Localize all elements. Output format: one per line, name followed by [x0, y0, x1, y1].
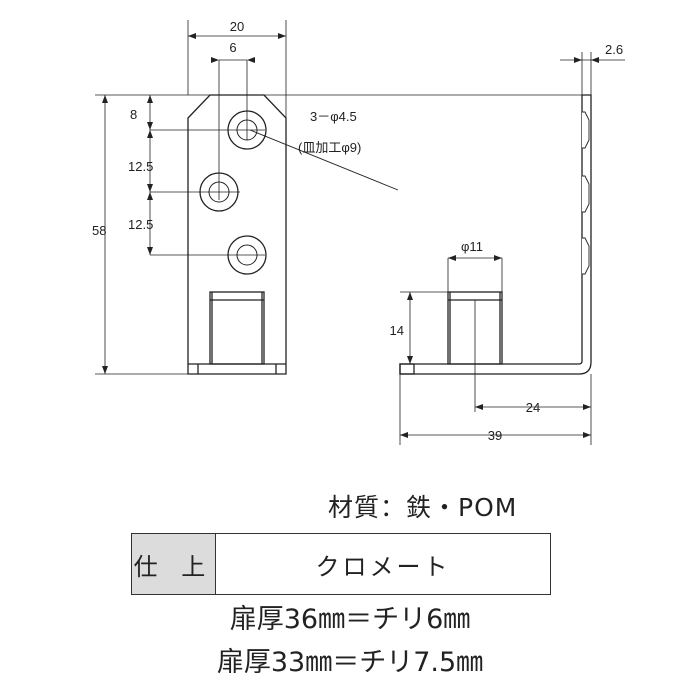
dim-thickness: 2.6 — [605, 42, 623, 57]
front-view-plate — [187, 94, 287, 375]
side-view-hole-hatching — [582, 111, 590, 275]
technical-drawing: 20 6 2.6 8 12.5 12.5 58 3－φ4.5 (皿加工φ9) φ… — [92, 19, 625, 445]
dimension-labels: 20 6 2.6 8 12.5 12.5 58 3－φ4.5 (皿加工φ9) φ… — [92, 19, 623, 443]
side-view-pin — [399, 291, 503, 375]
hole-spec-leader — [249, 129, 399, 191]
dim-pin-diameter: φ11 — [461, 239, 483, 254]
dim-pin-height: 14 — [390, 323, 404, 338]
front-view-pin — [209, 291, 265, 365]
dim-hole-spec-1: 3－φ4.5 — [310, 109, 357, 124]
material-spec: 材質：鉄・POM — [328, 493, 518, 522]
finish-table: 仕 上 クロメート — [131, 533, 551, 595]
hole-center-lines — [150, 60, 265, 256]
dim-hole-spec-2: (皿加工φ9) — [298, 140, 361, 155]
dim-hole-offset: 6 — [229, 40, 236, 55]
finish-value: クロメート — [315, 552, 451, 581]
finish-header: 仕 上 — [132, 534, 216, 594]
door-thickness-note-1: 扉厚36㎜＝チリ6㎜ — [229, 604, 471, 635]
dim-pin-offset: 24 — [526, 400, 540, 415]
side-view-bracket — [399, 94, 592, 375]
dim-pitch-2: 12.5 — [128, 217, 153, 232]
dim-width-top: 20 — [230, 19, 244, 34]
dimension-arrows — [102, 33, 599, 438]
dim-pitch-1: 12.5 — [128, 159, 153, 174]
door-thickness-note-2: 扉厚33㎜＝チリ7.5㎜ — [216, 647, 484, 678]
dim-top-margin: 8 — [130, 107, 137, 122]
dim-height-total: 58 — [92, 223, 106, 238]
dimension-lines — [95, 20, 625, 445]
dim-depth-total: 39 — [488, 428, 502, 443]
